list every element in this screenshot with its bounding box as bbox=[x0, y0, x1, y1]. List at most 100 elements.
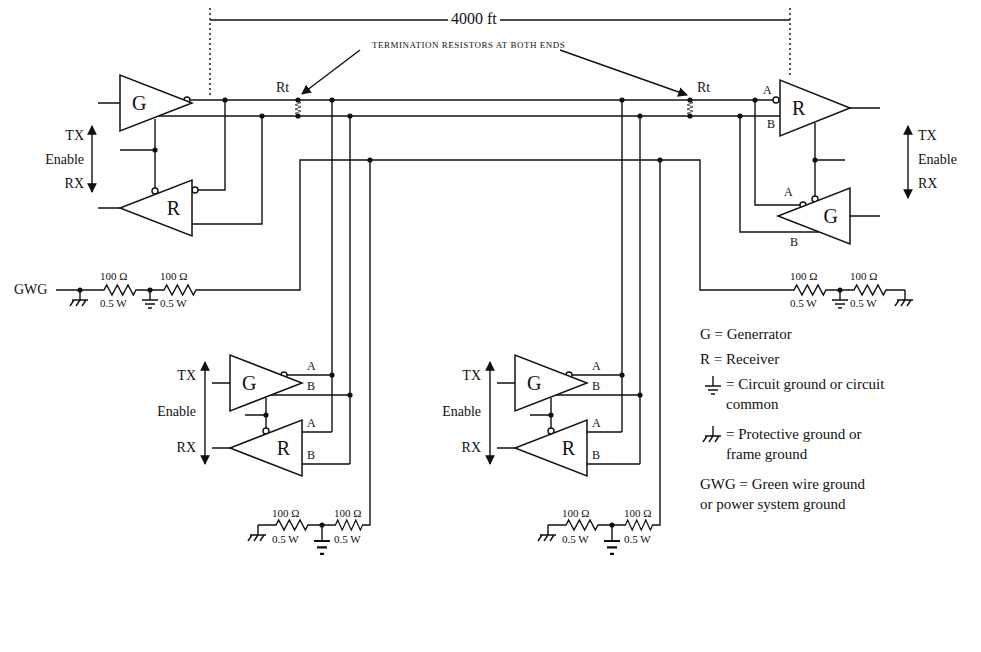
resistor-symbol bbox=[790, 285, 830, 295]
schematic-label: 100 Ω bbox=[100, 270, 127, 283]
gate-triangle: R bbox=[515, 420, 587, 476]
schematic-label: 0.5 W bbox=[562, 533, 589, 546]
gate-triangle: G bbox=[230, 355, 302, 411]
resistor-symbol bbox=[562, 520, 602, 530]
gate-letter: G bbox=[527, 373, 541, 393]
gate-letter: R bbox=[792, 98, 805, 118]
schematic-label: B bbox=[592, 380, 600, 394]
triangle-outline bbox=[515, 420, 587, 476]
schematic-label: A bbox=[592, 417, 601, 431]
junction-dots bbox=[77, 97, 842, 527]
gate-triangle: R bbox=[120, 180, 192, 236]
resistor-symbol bbox=[272, 520, 312, 530]
tap-line bbox=[332, 100, 350, 464]
schematic-label: 0.5 W bbox=[272, 533, 299, 546]
schematic-label: A bbox=[307, 360, 316, 374]
legend-entry: = Protective ground or frame ground bbox=[726, 425, 891, 464]
direction-arrow bbox=[907, 126, 908, 198]
schematic-label: 0.5 W bbox=[160, 297, 187, 310]
enable-line bbox=[815, 123, 845, 196]
callout-arrow bbox=[560, 50, 687, 95]
schematic-label: Rt bbox=[697, 80, 710, 96]
schematic-label: 100 Ω bbox=[160, 270, 187, 283]
gate-letter: R bbox=[562, 438, 575, 458]
station-io bbox=[850, 108, 880, 216]
frame-ground-symbol bbox=[703, 426, 721, 442]
circuit-ground-symbol bbox=[314, 525, 330, 554]
station-io bbox=[98, 103, 120, 208]
tap-line bbox=[192, 100, 262, 224]
schematic-label: RX bbox=[462, 440, 481, 456]
gate-letter: G bbox=[132, 93, 146, 113]
schematic-label: GWG bbox=[14, 282, 47, 298]
frame-ground-symbol bbox=[538, 525, 556, 541]
tap-line bbox=[622, 100, 640, 464]
triangle-outline bbox=[515, 355, 587, 411]
ground-wire bbox=[56, 289, 160, 290]
schematic-label: TX bbox=[65, 128, 84, 144]
gate-triangle: G bbox=[515, 355, 587, 411]
schematic-label: 100 Ω bbox=[850, 270, 877, 283]
resistor-symbol bbox=[850, 285, 890, 295]
schematic-label: 100 Ω bbox=[562, 507, 589, 520]
schematic-label: B bbox=[790, 236, 798, 250]
gate-triangle: R bbox=[230, 420, 302, 476]
schematic-label: TX bbox=[177, 368, 196, 384]
station-io bbox=[212, 383, 230, 448]
schematic-label: 4000 ft bbox=[448, 10, 500, 28]
schematic-label: 100 Ω bbox=[272, 507, 299, 520]
triangle-outline bbox=[230, 420, 302, 476]
gate-letter: G bbox=[824, 206, 838, 226]
resistor-symbol bbox=[100, 285, 140, 295]
schematic-label: RX bbox=[65, 176, 84, 192]
legend-entry: R = Receiver bbox=[700, 350, 940, 370]
legend-entry: GWG = Green wire ground or power system … bbox=[700, 475, 878, 514]
gate-triangle: G bbox=[120, 75, 192, 131]
schematic-label: 0.5 W bbox=[790, 297, 817, 310]
schematic-label: 0.5 W bbox=[624, 533, 651, 546]
triangle-outline bbox=[120, 75, 192, 131]
triangle-outline bbox=[120, 180, 192, 236]
direction-arrow bbox=[91, 126, 92, 192]
schematic-label: 0.5 W bbox=[850, 297, 877, 310]
triangle-outline bbox=[230, 355, 302, 411]
legend-entry: G = Generrator bbox=[700, 325, 940, 345]
schematic-label: Rt bbox=[276, 80, 289, 96]
bus-line-b bbox=[159, 115, 780, 116]
schematic-label: Enable bbox=[157, 404, 196, 420]
schematic-label: B bbox=[307, 449, 315, 463]
schematic-label: B bbox=[592, 449, 600, 463]
circuit-ground-symbol bbox=[604, 525, 620, 554]
schematic-label: RX bbox=[918, 176, 937, 192]
legend-entry: = Circuit ground or circuit common bbox=[726, 375, 891, 414]
schematic-label: A bbox=[763, 84, 772, 98]
schematic-label: TERMINATION RESISTORS AT BOTH ENDS bbox=[372, 40, 565, 50]
circuit-ground-symbol bbox=[832, 290, 848, 308]
schematic-label: TX bbox=[918, 128, 937, 144]
schematic-label: 100 Ω bbox=[624, 507, 651, 520]
direction-arrow bbox=[489, 362, 490, 464]
frame-ground-symbol bbox=[895, 290, 913, 306]
circuit-ground-symbol bbox=[705, 376, 721, 394]
resistor-symbol bbox=[332, 520, 366, 530]
gate-triangle: R bbox=[780, 80, 850, 136]
frame-ground-symbol bbox=[248, 525, 266, 541]
schematic-label: 0.5 W bbox=[334, 533, 361, 546]
schematic-label: Enable bbox=[45, 152, 84, 168]
schematic-label: Enable bbox=[442, 404, 481, 420]
common-wire bbox=[366, 160, 660, 525]
resistor-symbol bbox=[160, 285, 200, 295]
schematic-label: TX bbox=[462, 368, 481, 384]
schematic-label: 0.5 W bbox=[100, 297, 127, 310]
gate-letter: R bbox=[167, 198, 180, 218]
dimension-line bbox=[210, 19, 790, 20]
direction-arrow bbox=[204, 362, 205, 464]
schematic-label: A bbox=[784, 186, 793, 200]
schematic-label: A bbox=[307, 417, 316, 431]
station-io bbox=[497, 383, 515, 448]
bus-line-a bbox=[190, 99, 773, 100]
schematic-label: B bbox=[307, 380, 315, 394]
gate-letter: G bbox=[242, 373, 256, 393]
schematic-label: 100 Ω bbox=[790, 270, 817, 283]
callout-arrow bbox=[302, 50, 360, 94]
